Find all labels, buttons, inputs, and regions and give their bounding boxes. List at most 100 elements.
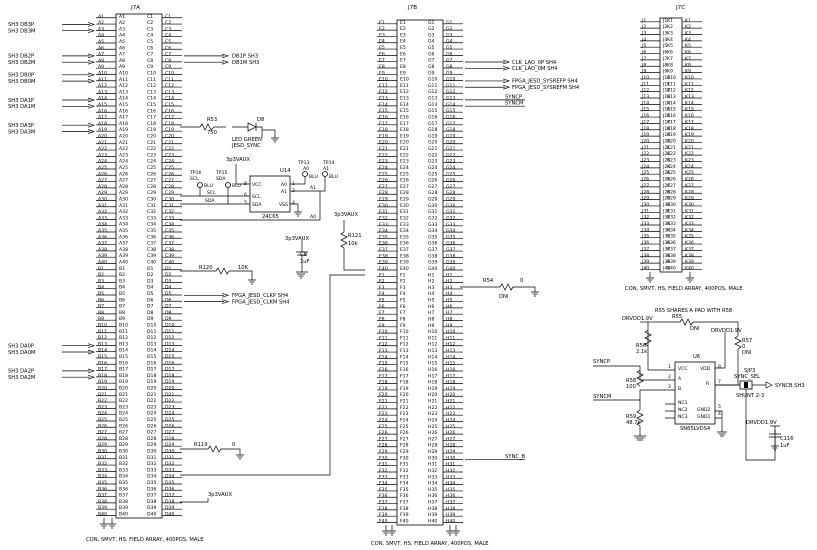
j7a-pin-inner-left: A15: [119, 102, 128, 108]
j7a-pin-outer-right: D23: [165, 404, 174, 410]
j7a-pin-outer-left: A6: [98, 45, 104, 51]
j7b-pin-inner-left: F21: [400, 399, 409, 405]
j7a-pin-inner-left: B32: [119, 461, 128, 467]
j7c-pin-outer-right: K16: [685, 113, 694, 119]
j7b-pin-outer-right: H31: [446, 462, 455, 468]
u6-gnd2: GND2: [697, 407, 711, 413]
a1-net: A1: [310, 185, 316, 191]
j7b-pin-outer-left: F28: [379, 443, 388, 449]
j7a-pin-outer-right: C17: [165, 115, 174, 121]
j7a-pin-outer-left: B17: [98, 367, 107, 373]
j7a-pin-inner-left: B9: [119, 316, 125, 322]
j7c-pin-inner-left: J26: [662, 177, 670, 183]
j7a-pin-inner-left: A30: [119, 196, 128, 202]
j7c-pin-outer-left: J33: [641, 221, 649, 227]
j7a-pin-inner-right: C34: [147, 222, 156, 228]
tp15-net: SDA: [216, 176, 226, 182]
j7b-pin-inner-right: H16: [428, 367, 437, 373]
u14-pin-vcc: VCC: [252, 182, 262, 188]
j7b-pin-outer-right: G9: [446, 70, 453, 76]
j7b-pin-outer-right: H35: [446, 487, 455, 493]
j7a-pin-outer-right: C36: [165, 234, 174, 240]
j7b-pin-outer-right: G11: [446, 83, 455, 89]
j7a-pin-outer-left: B27: [98, 430, 107, 436]
j7b-pin-outer-right: H7: [446, 310, 452, 316]
j7c-pin-inner-right: K16: [667, 113, 676, 119]
j7b-pin-outer-left: E31: [379, 209, 388, 215]
j7b-pin-outer-left: F19: [379, 386, 388, 392]
j7b-pin-inner-right: H23: [428, 411, 437, 417]
j7a-pin-outer-left: B30: [98, 448, 107, 454]
j7a-pin-outer-left: B2: [98, 272, 104, 278]
j7a-pin-inner-right: D37: [147, 493, 156, 499]
j7c-pin-outer-left: J4: [641, 37, 646, 43]
j7c-pin-inner-right: K39: [667, 259, 676, 265]
j7b-pin-inner-left: E37: [400, 247, 409, 253]
j7b-pin-outer-left: F35: [379, 487, 388, 493]
j7b-pin-outer-left: E26: [379, 178, 388, 184]
u14-pin-vss: VSS: [279, 202, 288, 208]
j7b-pin-inner-right: G3: [428, 32, 435, 38]
j7b-pin-inner-left: F11: [400, 335, 409, 341]
j7b-pin-outer-left: F23: [379, 411, 388, 417]
r53-value: 750: [207, 130, 217, 136]
j7b-pin-outer-left: F11: [379, 335, 388, 341]
j7a-pin-inner-right: D38: [147, 499, 156, 505]
j7c-pin-outer-left: J12: [641, 88, 649, 94]
u6-vcc: VCC: [678, 366, 688, 372]
j7a-pin-inner-left: B8: [119, 310, 125, 316]
j7a-net-arrow: [62, 349, 96, 355]
j7a-pin-inner-left: A14: [119, 96, 128, 102]
j7a-pin-inner-right: D39: [147, 505, 156, 511]
j7a-pin-inner-right: D22: [147, 398, 156, 404]
j7a-pin-outer-left: B25: [98, 417, 107, 423]
j7c-pin-inner-left: J13: [662, 94, 670, 100]
j7b-pin-inner-left: F10: [400, 329, 409, 335]
j7a-pin-outer-right: C22: [165, 146, 174, 152]
j7a-pin-inner-left: B37: [119, 493, 128, 499]
j7c-pin-inner-right: K20: [667, 138, 676, 144]
j7b-pin-outer-right: G40: [446, 266, 455, 272]
j7a-pin-inner-right: C26: [147, 171, 156, 177]
tp14-net: A1: [323, 166, 329, 172]
j7b-pin-outer-left: F17: [379, 373, 388, 379]
j7a-pin-outer-right: D11: [165, 329, 174, 335]
sync-heading: R55 SHARES A PAD WITH R58: [655, 308, 732, 314]
j7b-pin-inner-right: H9: [428, 323, 434, 329]
j7a-pin-outer-left: B4: [98, 285, 104, 291]
j7c-pin-outer-left: J19: [641, 132, 649, 138]
j7a-pin-outer-right: D13: [165, 341, 174, 347]
j7b-pin-outer-left: E6: [379, 51, 385, 57]
j7a-pin-outer-left: B24: [98, 411, 107, 417]
j7c-pin-inner-left: J36: [662, 240, 670, 246]
j7a-pin-outer-right: D7: [165, 304, 172, 310]
j7a-pin-inner-left: A24: [119, 159, 128, 165]
j7b-pin-inner-right: G37: [428, 247, 437, 253]
j7a-pin-inner-left: A2: [119, 20, 125, 26]
j7b-pin-inner-left: E23: [400, 159, 409, 165]
j7c-pin-inner-right: K32: [667, 215, 676, 221]
j7a-pin-inner-left: B1: [119, 266, 125, 272]
j7a-right-net-label: FPGA_JESD_CLKM SH4: [232, 299, 290, 305]
j7c-pin-outer-right: K28: [685, 189, 694, 195]
j7b-pin-inner-right: G11: [428, 83, 437, 89]
j7c-pin-inner-left: J15: [662, 107, 670, 113]
j7b-pin-inner-right: G13: [428, 96, 437, 102]
j7a-pin-inner-right: D20: [147, 385, 156, 391]
rail-3: DRVDD1.9V: [746, 420, 777, 426]
syncp-label: SYNCP: [593, 359, 610, 365]
j7a-pin-outer-left: A1: [98, 14, 104, 20]
tp13-net: A0: [303, 166, 309, 172]
j7b-pin-inner-right: H32: [428, 468, 437, 474]
j7c-pin-inner-left: J9: [662, 69, 667, 75]
u6-nc1: NC1: [678, 400, 688, 406]
j7b-pin-outer-left: E16: [379, 114, 388, 120]
j7c-pin-inner-right: K12: [667, 88, 676, 94]
j7a-pin-outer-left: B16: [98, 360, 107, 366]
j7a-pin-inner-left: A21: [119, 140, 128, 146]
r119-ref: R119: [194, 442, 208, 448]
j7b-pin-outer-left: E12: [379, 89, 388, 95]
j7c-pin-inner-left: J10: [662, 75, 670, 81]
j7a-pin-outer-left: A11: [98, 77, 107, 83]
j7a-pin-outer-left: B33: [98, 467, 107, 473]
